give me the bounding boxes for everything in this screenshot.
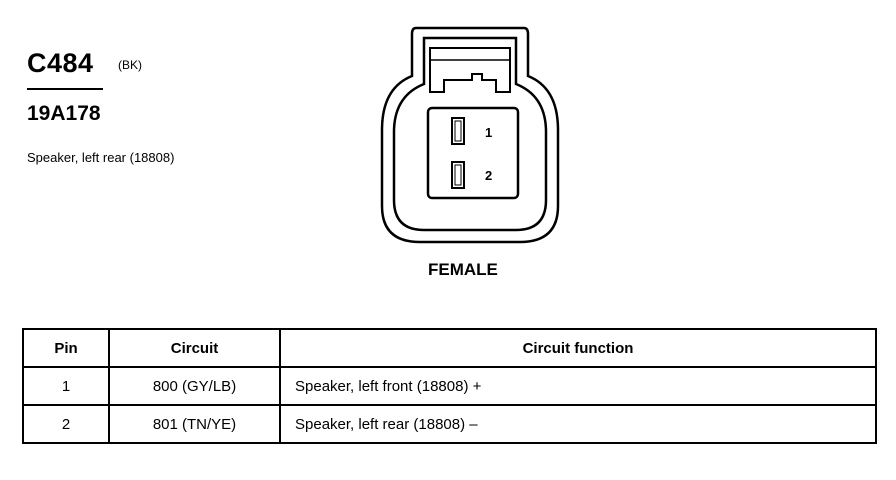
header-pin: Pin [22,328,110,368]
pin-2-cavity [451,161,465,189]
part-number: 19A178 [27,102,101,125]
row-1-circuit: 800 (GY/LB) [108,366,281,406]
connector-gender-label: FEMALE [428,260,498,279]
connector-inner-housing [392,36,548,232]
connector-lock-latch [429,47,511,93]
pin-1-cavity [451,117,465,145]
table-row: 2 801 (TN/YE) Speaker, left rear (18808)… [22,404,877,444]
connector-color-code: (BK) [118,58,142,72]
connector-description: Speaker, left rear (18808) [27,150,175,165]
row-1-function: Speaker, left front (18808) + [279,366,877,406]
row-2-function: Speaker, left rear (18808) – [279,404,877,444]
pin-2-label: 2 [485,168,492,183]
pinout-table: Pin Circuit Circuit function 1 800 (GY/L… [22,328,877,444]
row-2-pin: 2 [22,404,110,444]
connector-outer-housing [380,26,560,244]
header-circuit: Circuit [108,328,281,368]
table-row: 1 800 (GY/LB) Speaker, left front (18808… [22,366,877,406]
header-circuit-function: Circuit function [279,328,877,368]
terminal-body [426,106,520,200]
connector-face-diagram: 1 2 [380,26,560,244]
title-rule [27,88,103,90]
row-1-pin: 1 [22,366,110,406]
table-header-row: Pin Circuit Circuit function [22,328,877,368]
connector-id: C484 [27,48,94,78]
row-2-circuit: 801 (TN/YE) [108,404,281,444]
pin-1-label: 1 [485,125,492,140]
